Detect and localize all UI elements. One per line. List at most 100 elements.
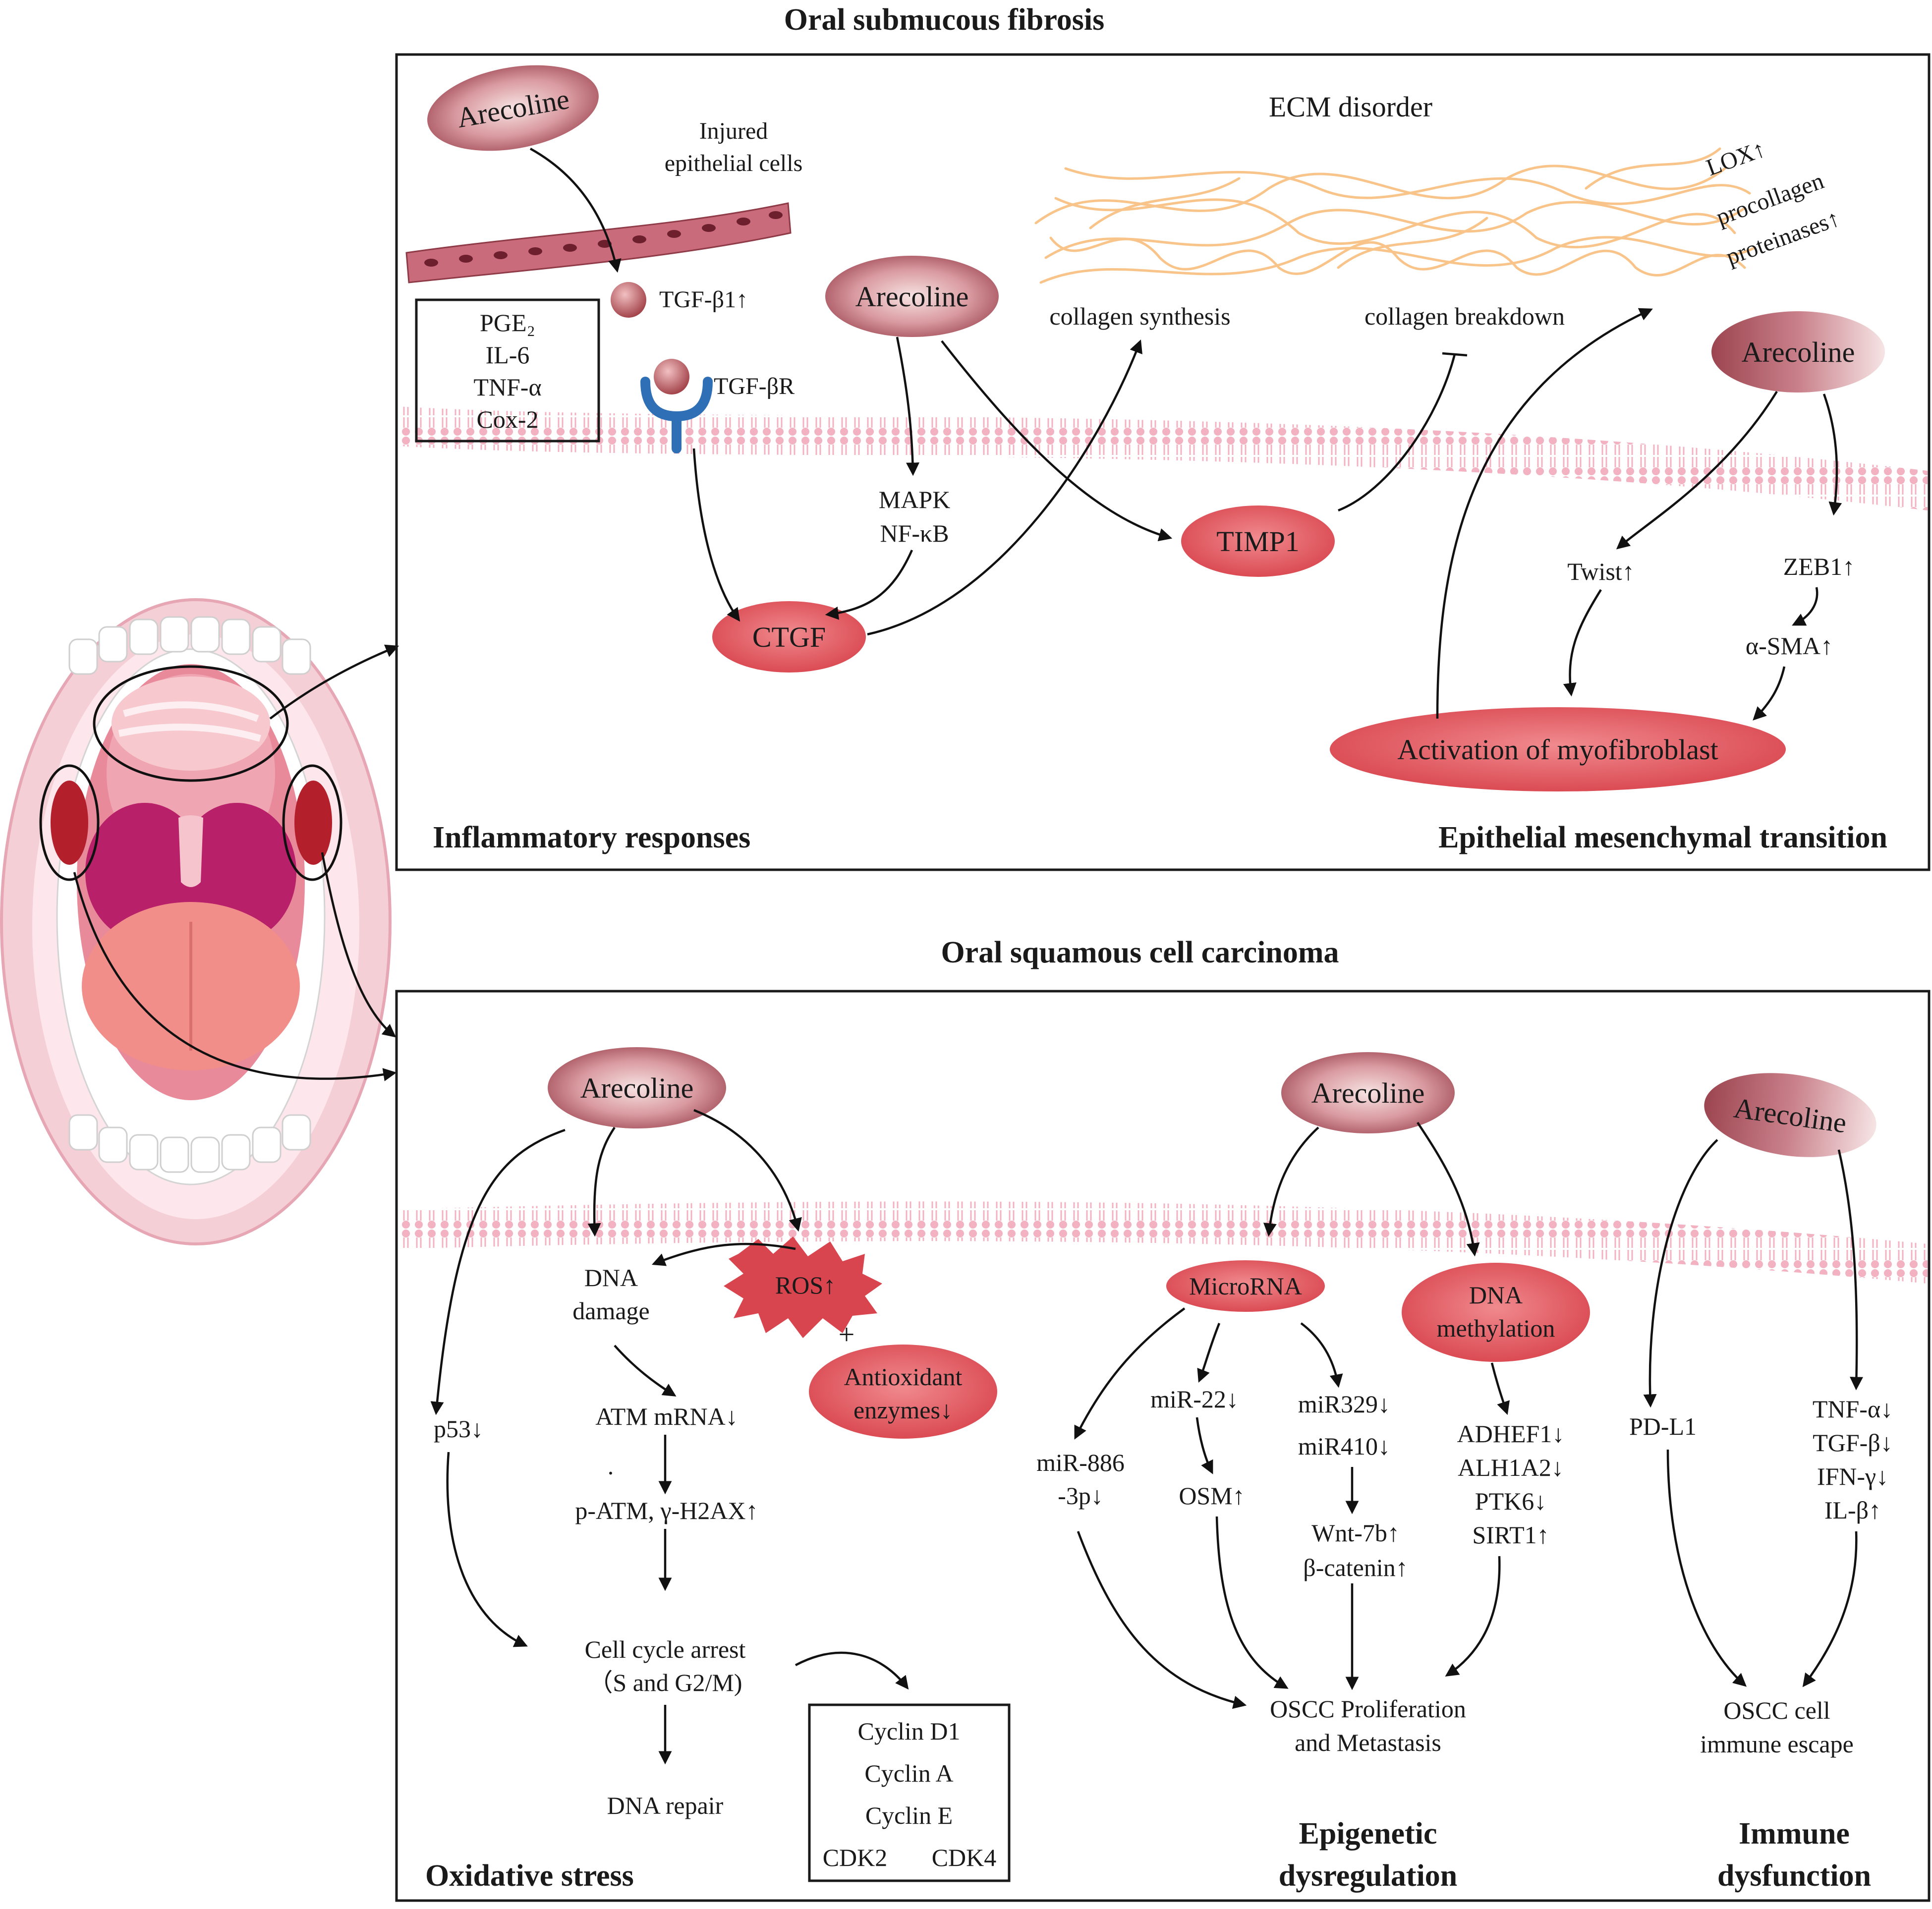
oscc-title: Oral squamous cell carcinoma bbox=[941, 936, 1339, 969]
tgfbr-ligand bbox=[654, 359, 689, 394]
timp1-node bbox=[1181, 505, 1335, 577]
mouth-illustration bbox=[0, 598, 399, 1245]
membrane-bottom bbox=[398, 1201, 1928, 1284]
p53-label: p53↓ bbox=[434, 1415, 483, 1443]
cytok-2: IFN-γ↓ bbox=[1817, 1462, 1888, 1490]
arecoline-node-3: Arecoline bbox=[1711, 311, 1885, 393]
bcatenin-label: β-catenin↑ bbox=[1303, 1554, 1408, 1581]
cyclin-2: Cyclin E bbox=[865, 1801, 953, 1829]
collagen-breakdown-label: collagen breakdown bbox=[1364, 302, 1565, 330]
atm-label: ATM mRNA↓ bbox=[595, 1403, 738, 1430]
timp1-label: TIMP1 bbox=[1216, 525, 1300, 558]
prolif-label-1: OSCC Proliferation bbox=[1270, 1695, 1466, 1723]
ros-burst bbox=[724, 1236, 882, 1338]
arecoline-node-6: Arecoline bbox=[1704, 1073, 1876, 1157]
oscc-arrows bbox=[430, 1109, 1864, 1765]
oscc-panel bbox=[395, 990, 1931, 1902]
injured-epithelium bbox=[405, 202, 792, 283]
tgfbr-label: TGF-βR bbox=[714, 373, 795, 399]
myofibroblast-node bbox=[1330, 707, 1786, 791]
lox-label: LOX↑ bbox=[1703, 136, 1769, 181]
arecoline-node-5: Arecoline bbox=[1281, 1052, 1455, 1133]
section-inflammatory: Inflammatory responses bbox=[433, 821, 750, 854]
microrna-label: MicroRNA bbox=[1189, 1272, 1302, 1300]
injured-label-1: Injured bbox=[699, 118, 768, 144]
antiox-label-2: enzymes↓ bbox=[853, 1396, 953, 1424]
ros-label: ROS↑ bbox=[775, 1271, 836, 1299]
dot-mark: . bbox=[608, 1452, 614, 1480]
twist-label: Twist↑ bbox=[1567, 558, 1634, 585]
cytokine-1: IL-6 bbox=[486, 341, 530, 369]
cytokine-3: Cox-2 bbox=[477, 405, 539, 433]
osf-panel bbox=[395, 53, 1931, 871]
cyclin-box bbox=[808, 1703, 1011, 1882]
collagen-synthesis-label: collagen synthesis bbox=[1049, 302, 1230, 330]
cytokine-box bbox=[415, 298, 600, 443]
section-epigenetic-1: Epigenetic bbox=[1299, 1817, 1437, 1851]
dna-damage-label-2: damage bbox=[572, 1297, 649, 1325]
osm-label: OSM↑ bbox=[1179, 1482, 1245, 1510]
asma-label: α-SMA↑ bbox=[1746, 632, 1833, 660]
arecoline-label-3: Arecoline bbox=[1742, 336, 1855, 368]
arecoline-label-4: Arecoline bbox=[580, 1072, 694, 1104]
ecm-label: ECM disorder bbox=[1269, 91, 1432, 123]
ctgf-label: CTGF bbox=[752, 621, 826, 653]
patm-label: p-ATM, γ-H2AX↑ bbox=[575, 1497, 758, 1524]
osf-arrows bbox=[529, 148, 1842, 721]
cytok-3: IL-β↑ bbox=[1824, 1496, 1881, 1524]
cdk2-label: CDK2 bbox=[823, 1844, 888, 1871]
cellcycle-label-2: （S and G2/M) bbox=[588, 1669, 742, 1696]
mir329-label: miR329↓ bbox=[1298, 1390, 1390, 1418]
section-epigenetic-2: dysregulation bbox=[1279, 1859, 1458, 1893]
wnt-label: Wnt-7b↑ bbox=[1311, 1519, 1400, 1547]
tgfb1-label: TGF-β1↑ bbox=[659, 286, 748, 313]
methylation-label-2: methylation bbox=[1437, 1314, 1555, 1342]
arecoline-node-1: Arecoline bbox=[427, 65, 599, 151]
escape-label-1: OSCC cell bbox=[1723, 1696, 1830, 1724]
section-immune-1: Immune bbox=[1739, 1817, 1850, 1851]
arecoline-label-2: Arecoline bbox=[855, 281, 969, 313]
collagen-fibers bbox=[1034, 147, 1756, 284]
section-emt: Epithelial mesenchymal transition bbox=[1438, 821, 1887, 854]
cytok-1: TGF-β↓ bbox=[1813, 1429, 1893, 1457]
methyl-target-2: PTK6↓ bbox=[1475, 1487, 1546, 1515]
arecoline-label-5: Arecoline bbox=[1311, 1077, 1425, 1109]
methyl-target-1: ALH1A2↓ bbox=[1458, 1454, 1564, 1481]
methylation-label-1: DNA bbox=[1469, 1281, 1523, 1309]
mapk-label: MAPK bbox=[879, 486, 950, 513]
antioxidant-node bbox=[809, 1345, 997, 1439]
cytokine-2: TNF-α bbox=[473, 373, 541, 401]
mir22-label: miR-22↓ bbox=[1150, 1385, 1239, 1413]
antiox-label-1: Antioxidant bbox=[844, 1363, 963, 1391]
zeb1-label: ZEB1↑ bbox=[1783, 553, 1855, 580]
methyl-target-0: ADHEF1↓ bbox=[1457, 1420, 1565, 1448]
plus-sign: + bbox=[839, 1318, 855, 1350]
arecoline-node-4: Arecoline bbox=[548, 1047, 726, 1128]
arecoline-node-2: Arecoline bbox=[825, 256, 999, 337]
methyl-target-3: SIRT1↑ bbox=[1472, 1521, 1549, 1549]
prolif-label-2: and Metastasis bbox=[1295, 1729, 1441, 1756]
mir886-label-1: miR-886 bbox=[1036, 1449, 1125, 1476]
pdl1-label: PD-L1 bbox=[1629, 1412, 1697, 1440]
dna-damage-label-1: DNA bbox=[584, 1264, 638, 1291]
mir886-label-2: -3p↓ bbox=[1058, 1482, 1103, 1510]
osf-title: Oral submucous fibrosis bbox=[784, 3, 1105, 37]
tgfb1-ligand bbox=[611, 282, 646, 318]
nfkb-label: NF-κB bbox=[880, 519, 949, 547]
dna-repair-label: DNA repair bbox=[607, 1792, 724, 1819]
cyclin-1: Cyclin A bbox=[864, 1759, 953, 1787]
cytokine-0: PGE₂ bbox=[480, 309, 535, 337]
cytok-0: TNF-α↓ bbox=[1813, 1395, 1893, 1423]
escape-label-2: immune escape bbox=[1700, 1730, 1854, 1758]
methylation-node bbox=[1402, 1263, 1590, 1362]
cyclin-0: Cyclin D1 bbox=[858, 1717, 961, 1745]
myofibroblast-label: Activation of myofibroblast bbox=[1397, 733, 1718, 766]
cellcycle-label-1: Cell cycle arrest bbox=[585, 1635, 746, 1663]
microrna-node bbox=[1166, 1260, 1325, 1312]
injured-label-2: epithelial cells bbox=[665, 150, 803, 176]
section-immune-2: dysfunction bbox=[1717, 1859, 1871, 1893]
section-oxidative: Oxidative stress bbox=[425, 1859, 634, 1893]
membrane-top bbox=[398, 406, 1928, 510]
